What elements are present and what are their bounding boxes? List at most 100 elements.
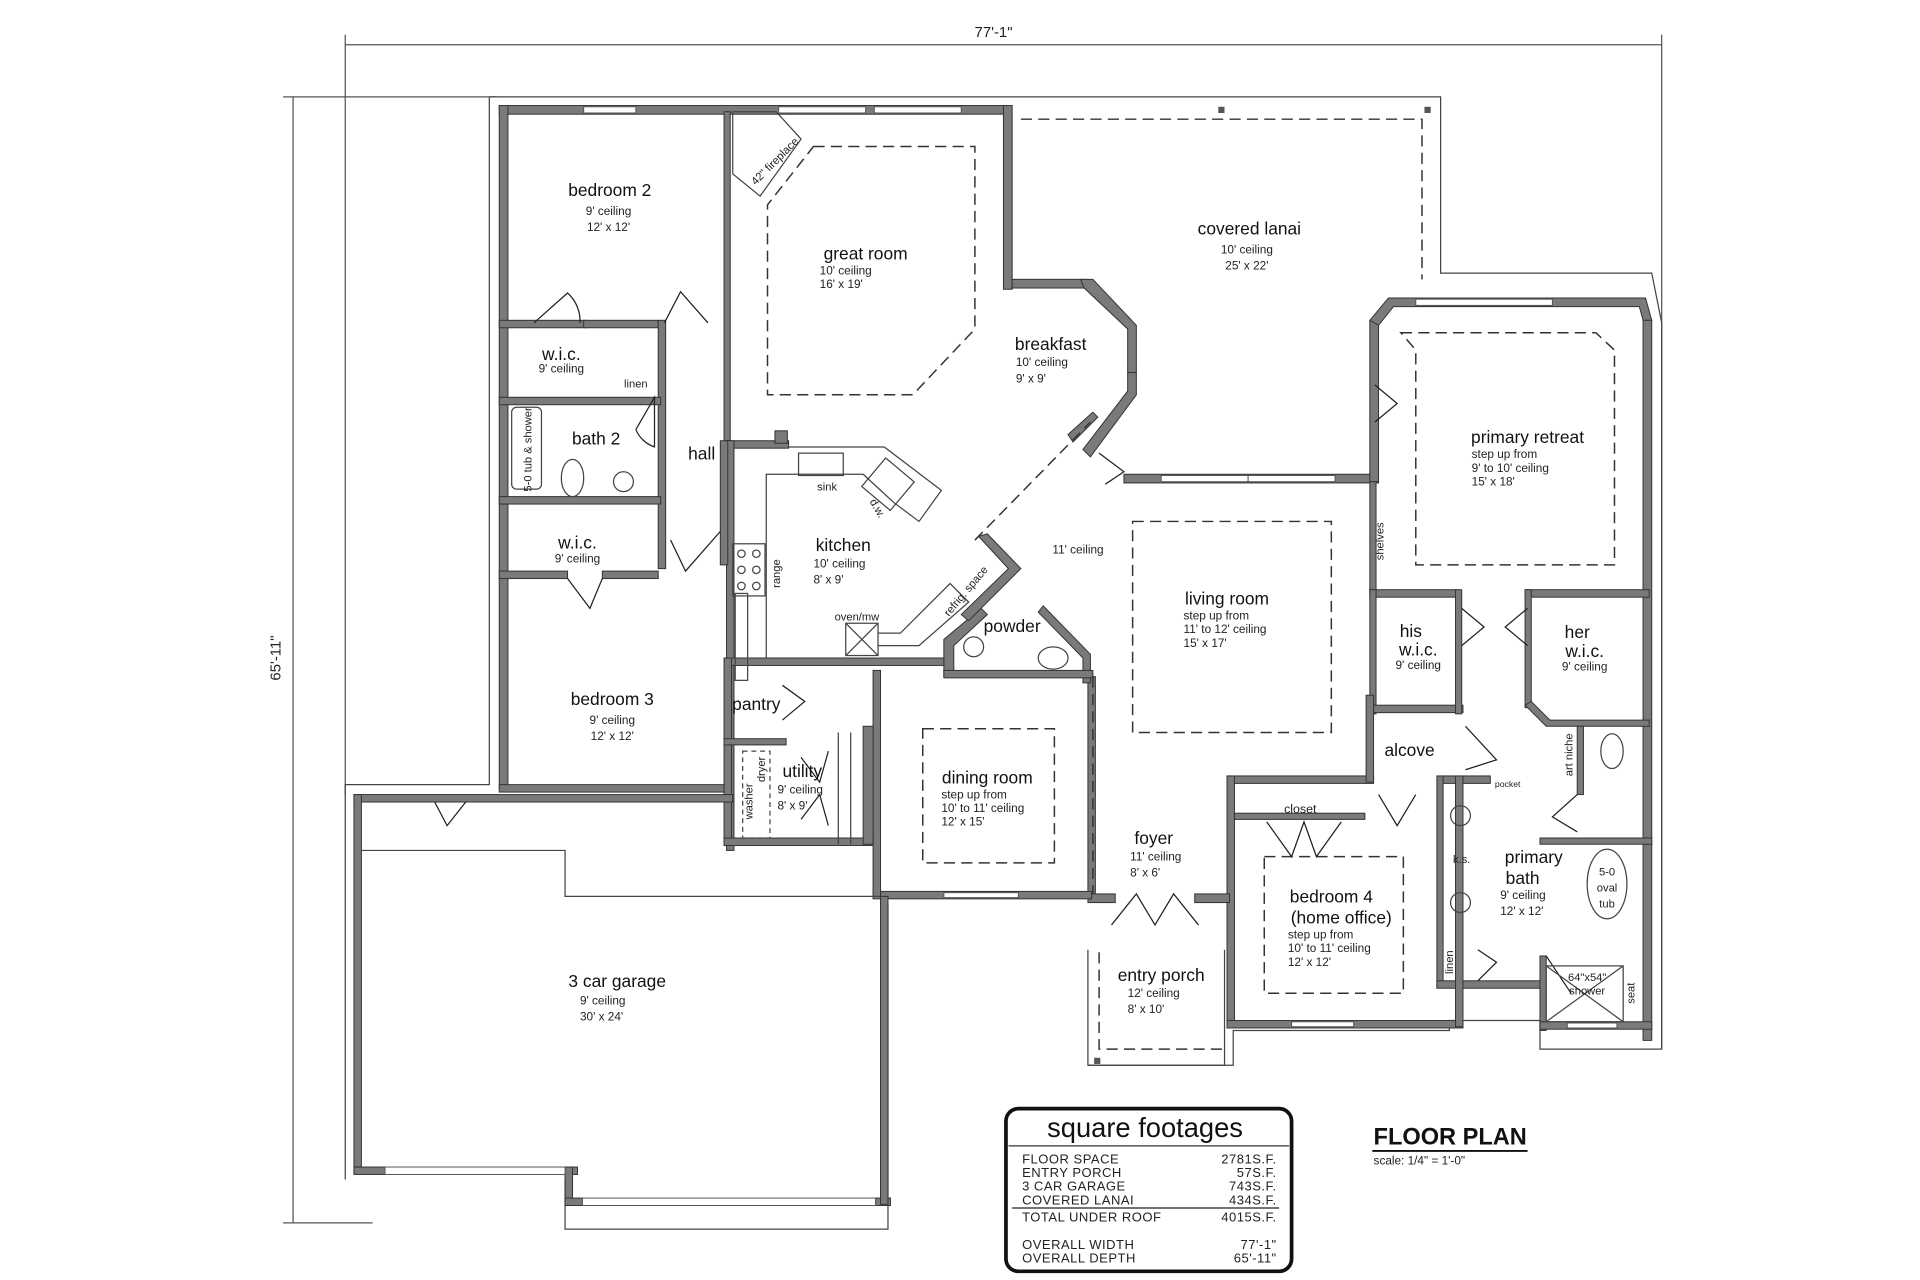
svg-text:oven/mw: oven/mw bbox=[835, 612, 881, 624]
svg-text:12' x 12': 12' x 12' bbox=[1288, 956, 1331, 969]
svg-text:12' x 12': 12' x 12' bbox=[1500, 905, 1543, 918]
kitchen-fixtures bbox=[732, 446, 970, 659]
svg-text:primary: primary bbox=[1505, 847, 1563, 867]
oven-icon bbox=[845, 622, 879, 657]
svg-text:10' ceiling: 10' ceiling bbox=[1221, 243, 1273, 256]
shower-icon bbox=[1545, 965, 1624, 1023]
svg-text:11' ceiling: 11' ceiling bbox=[1130, 850, 1181, 863]
room-breakfast[interactable]: breakfast 10' ceiling 9' x 9' bbox=[1015, 334, 1087, 385]
svg-text:11' to 12' ceiling: 11' to 12' ceiling bbox=[1184, 623, 1267, 636]
room-covered-lanai[interactable]: covered lanai 10' ceiling 25' x 22' bbox=[1198, 219, 1301, 273]
svg-text:25' x 22': 25' x 22' bbox=[1225, 259, 1268, 272]
svg-text:9' ceiling: 9' ceiling bbox=[777, 783, 822, 796]
svg-text:10' ceiling: 10' ceiling bbox=[813, 557, 865, 570]
svg-text:9' ceiling: 9' ceiling bbox=[555, 552, 600, 565]
room-linen: linen bbox=[624, 378, 648, 390]
svg-text:9' ceiling: 9' ceiling bbox=[580, 994, 625, 1007]
room-entry-porch[interactable]: entry porch 12' ceiling 8' x 10' bbox=[1118, 965, 1205, 1016]
room-her-wic[interactable]: her w.i.c. 9' ceiling bbox=[1562, 622, 1607, 673]
svg-text:12' x 15': 12' x 15' bbox=[941, 816, 984, 829]
room-living-room[interactable]: living room step up from 11' to 12' ceil… bbox=[1184, 589, 1269, 650]
svg-text:w.i.c.: w.i.c. bbox=[541, 344, 581, 364]
tub-icon bbox=[511, 406, 543, 490]
svg-text:5-0: 5-0 bbox=[1599, 866, 1615, 878]
sink-icon bbox=[612, 471, 634, 493]
svg-text:42" fireplace: 42" fireplace bbox=[749, 136, 801, 188]
svg-text:foyer: foyer bbox=[1134, 828, 1173, 848]
room-bedroom-3[interactable]: bedroom 3 9' ceiling 12' x 12' bbox=[571, 689, 654, 743]
svg-text:5-0 tub & shower: 5-0 tub & shower bbox=[523, 407, 535, 492]
svg-text:9' ceiling: 9' ceiling bbox=[586, 205, 631, 218]
sink-icon bbox=[1449, 805, 1472, 827]
svg-text:12' x 12': 12' x 12' bbox=[587, 221, 630, 234]
svg-text:seat: seat bbox=[1625, 982, 1637, 1004]
svg-text:(home office): (home office) bbox=[1291, 908, 1392, 928]
room-pantry[interactable]: pantry bbox=[732, 694, 781, 714]
svg-text:bath: bath bbox=[1506, 868, 1540, 888]
svg-text:his: his bbox=[1400, 621, 1423, 641]
room-great-room[interactable]: great room 10' ceiling 16' x 19' 42" fir… bbox=[749, 136, 907, 291]
svg-text:64"x54": 64"x54" bbox=[1568, 972, 1606, 984]
doors bbox=[434, 290, 1578, 994]
overall-width-dimension: 77'-1" bbox=[975, 25, 1013, 41]
room-wic-2[interactable]: w.i.c. 9' ceiling bbox=[555, 533, 600, 566]
total-value: 4015S.F. bbox=[1221, 1210, 1276, 1225]
room-closet[interactable]: closet bbox=[1284, 802, 1317, 816]
room-utility[interactable]: utility 9' ceiling 8' x 9' washer dryer bbox=[744, 756, 823, 820]
art-niche-label: art niche bbox=[1563, 733, 1575, 776]
svg-text:8' x 10': 8' x 10' bbox=[1128, 1003, 1165, 1016]
svg-text:10' ceiling: 10' ceiling bbox=[820, 264, 872, 277]
svg-text:range: range bbox=[771, 559, 783, 588]
toilet-icon bbox=[1600, 733, 1624, 770]
room-3-car-garage[interactable]: 3 car garage 9' ceiling 30' x 24' bbox=[568, 971, 666, 1024]
room-dining-room[interactable]: dining room step up from 10' to 11' ceil… bbox=[941, 767, 1032, 828]
room-his-wic[interactable]: his w.i.c. 9' ceiling bbox=[1396, 621, 1441, 672]
bath-fixtures bbox=[511, 111, 1628, 1023]
room-labels: bedroom 2 9' ceiling 12' x 12' w.i.c. 9'… bbox=[523, 136, 1638, 1024]
room-bath-2[interactable]: bath 2 5-0 tub & shower bbox=[523, 407, 621, 492]
room-hall[interactable]: hall bbox=[688, 443, 715, 463]
svg-text:oval: oval bbox=[1597, 882, 1617, 894]
svg-text:step up from: step up from bbox=[1184, 610, 1250, 623]
row-value: 65'-11" bbox=[1234, 1251, 1277, 1266]
title-block: FLOOR PLAN scale: 1/4" = 1'-0" bbox=[1372, 1124, 1528, 1168]
row-value: 77'-1" bbox=[1241, 1237, 1277, 1252]
svg-text:9' to 10' ceiling: 9' to 10' ceiling bbox=[1472, 462, 1549, 475]
row-label: FLOOR SPACE bbox=[1022, 1151, 1119, 1166]
room-primary-retreat[interactable]: primary retreat step up from 9' to 10' c… bbox=[1471, 427, 1584, 488]
room-alcove[interactable]: alcove bbox=[1384, 740, 1434, 760]
room-wic-1[interactable]: w.i.c. 9' ceiling bbox=[539, 344, 584, 375]
svg-text:15' x 17': 15' x 17' bbox=[1184, 637, 1227, 650]
row-label: ENTRY PORCH bbox=[1022, 1165, 1122, 1180]
room-bedroom-4[interactable]: bedroom 4 (home office) step up from 10'… bbox=[1288, 887, 1392, 969]
room-primary-bath[interactable]: primary bath 9' ceiling 12' x 12' k.s. l… bbox=[1444, 847, 1637, 1004]
svg-text:her: her bbox=[1565, 622, 1590, 642]
pocket-door-label: pocket bbox=[1495, 779, 1521, 789]
walls bbox=[353, 105, 1653, 1207]
room-powder[interactable]: powder bbox=[984, 616, 1041, 636]
sink-icon bbox=[1449, 892, 1472, 914]
square-footages-title: square footages bbox=[1047, 1112, 1243, 1143]
svg-text:w.i.c.: w.i.c. bbox=[557, 533, 597, 553]
room-bedroom-2[interactable]: bedroom 2 9' ceiling 12' x 12' bbox=[568, 180, 651, 234]
svg-text:8' x 9': 8' x 9' bbox=[777, 799, 807, 812]
svg-text:step up from: step up from bbox=[941, 788, 1007, 801]
room-kitchen[interactable]: kitchen 10' ceiling 8' x 9' sink d.w. ra… bbox=[771, 481, 991, 623]
room-foyer[interactable]: foyer 11' ceiling 8' x 6' bbox=[1130, 828, 1181, 879]
svg-text:10' to 11' ceiling: 10' to 11' ceiling bbox=[941, 802, 1024, 815]
oval-tub-icon bbox=[1586, 848, 1628, 920]
row-label: COVERED LANAI bbox=[1022, 1192, 1134, 1207]
svg-text:step up from: step up from bbox=[1288, 929, 1354, 942]
svg-text:bath 2: bath 2 bbox=[572, 428, 620, 448]
sink-icon bbox=[963, 636, 985, 658]
row-value: 743S.F. bbox=[1229, 1179, 1277, 1194]
range-icon bbox=[732, 543, 766, 597]
dishwasher-icon bbox=[860, 457, 916, 512]
svg-text:bedroom 4: bedroom 4 bbox=[1290, 887, 1373, 907]
svg-text:15' x 18': 15' x 18' bbox=[1472, 475, 1515, 488]
svg-text:tub: tub bbox=[1599, 899, 1615, 911]
svg-text:8' x 6': 8' x 6' bbox=[1130, 867, 1160, 880]
svg-text:w.i.c.: w.i.c. bbox=[1564, 641, 1604, 661]
svg-text:9' ceiling: 9' ceiling bbox=[1500, 889, 1545, 902]
svg-text:10' ceiling: 10' ceiling bbox=[1016, 356, 1068, 369]
